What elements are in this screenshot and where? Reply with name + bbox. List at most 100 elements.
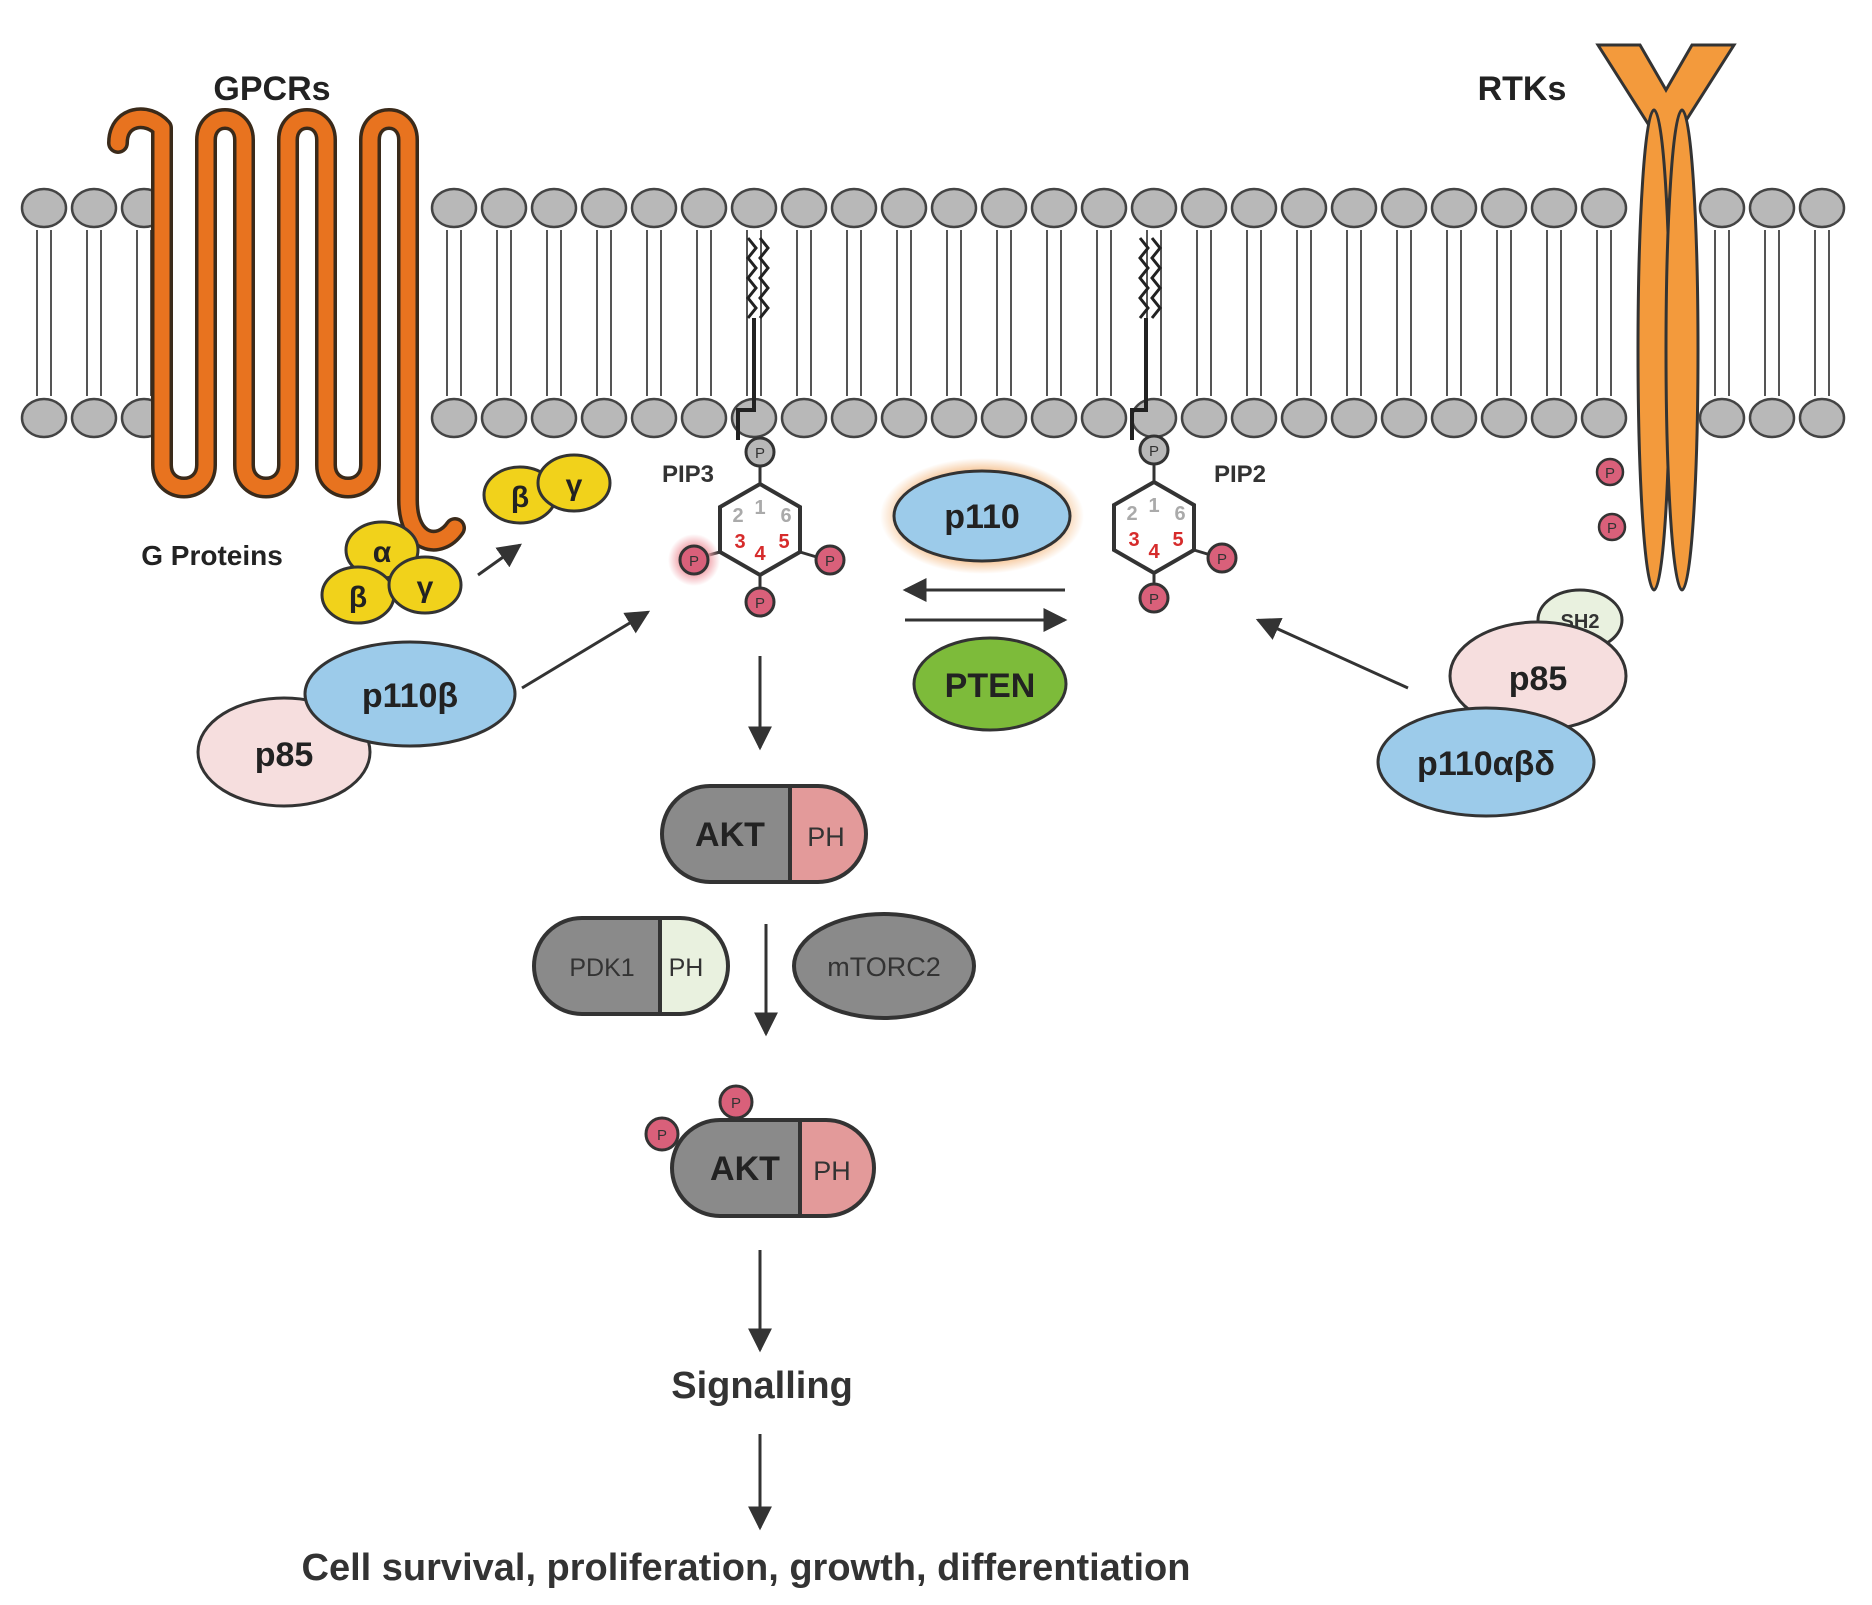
- lipid-head: [1480, 397, 1528, 439]
- lipid-head: [1698, 397, 1746, 439]
- g-beta-label: β: [349, 581, 367, 614]
- g-protein-trimer: α β γ: [320, 520, 463, 625]
- lipid-head: [1798, 187, 1846, 229]
- rtk-phosphate-1: P: [1595, 457, 1625, 487]
- svg-text:4: 4: [754, 543, 766, 565]
- svg-text:P: P: [1149, 443, 1159, 460]
- lipid-head: [1030, 397, 1078, 439]
- svg-text:P: P: [755, 445, 765, 462]
- lipid-head: [1798, 397, 1846, 439]
- lipid-head: [430, 397, 478, 439]
- svg-text:P: P: [689, 553, 699, 570]
- svg-text:1: 1: [754, 497, 765, 519]
- svg-text:P: P: [657, 1127, 667, 1144]
- akt-phosphorylated: AKT PH P P: [644, 1084, 876, 1218]
- lipid-head: [830, 187, 878, 229]
- lipid-head: [680, 397, 728, 439]
- pip3-molecule: P 1 2 3 4 5 6 P P P: [668, 237, 846, 618]
- lipid-head: [480, 187, 528, 229]
- svg-text:p85: p85: [255, 736, 314, 774]
- svg-text:PH: PH: [807, 822, 845, 852]
- lipid-head: [1180, 187, 1228, 229]
- lipid-head: [1130, 187, 1178, 229]
- lipid-head: [1380, 187, 1428, 229]
- g-protein-release-arrow: [477, 543, 522, 577]
- svg-text:P: P: [1217, 551, 1227, 568]
- p110abd-arrow: [1255, 617, 1409, 690]
- svg-text:AKT: AKT: [710, 1150, 780, 1188]
- svg-text:6: 6: [780, 505, 791, 527]
- lipid-head: [1030, 187, 1078, 229]
- gpcrs-label: GPCRs: [213, 70, 330, 108]
- lipid-head: [1330, 187, 1378, 229]
- lipid-head: [1080, 187, 1128, 229]
- lipid-head: [1280, 397, 1328, 439]
- rtk-receptor: [1595, 43, 1737, 592]
- p110beta-p85-complex: p85 p110β: [196, 640, 517, 808]
- lipid-head: [880, 397, 928, 439]
- pip2-label: PIP2: [1214, 461, 1266, 488]
- lipid-head: [1698, 187, 1746, 229]
- lipid-head: [530, 397, 578, 439]
- svg-text:5: 5: [778, 531, 789, 553]
- svg-text:3: 3: [734, 531, 745, 553]
- svg-text:mTORC2: mTORC2: [827, 952, 941, 982]
- g-proteins-label: G Proteins: [141, 540, 283, 571]
- svg-text:PH: PH: [669, 954, 704, 982]
- svg-text:P: P: [731, 1095, 741, 1112]
- signalling-label: Signalling: [671, 1365, 853, 1407]
- svg-text:p85: p85: [1509, 660, 1568, 698]
- pip2-molecule: P 1 2 3 4 5 6 P P: [1112, 237, 1238, 614]
- mtorc2-complex: mTORC2: [792, 912, 976, 1020]
- outcome-label: Cell survival, proliferation, growth, di…: [302, 1547, 1191, 1589]
- g-beta-gamma-free: β γ: [482, 453, 612, 525]
- svg-text:p110αβδ: p110αβδ: [1417, 745, 1555, 783]
- g-gamma-label: γ: [417, 571, 434, 604]
- lipid-head: [1530, 397, 1578, 439]
- lipid-head: [1748, 397, 1796, 439]
- lipid-head: [630, 397, 678, 439]
- pip3-label: PIP3: [662, 461, 714, 488]
- svg-text:P: P: [755, 595, 765, 612]
- lipid-head: [1380, 397, 1428, 439]
- lipid-head: [1180, 397, 1228, 439]
- lipid-head: [680, 187, 728, 229]
- lipid-head: [1080, 397, 1128, 439]
- lipid-head: [630, 187, 678, 229]
- p110beta-arrow: [521, 610, 651, 690]
- svg-text:P: P: [1149, 591, 1159, 608]
- p110-enzyme: p110: [880, 458, 1084, 574]
- lipid-head: [980, 187, 1028, 229]
- svg-text:PH: PH: [813, 1156, 851, 1186]
- lipid-head: [730, 187, 778, 229]
- lipid-head: [20, 397, 68, 439]
- svg-text:γ: γ: [566, 469, 583, 502]
- p110-label: p110: [944, 498, 1020, 536]
- lipid-head: [1580, 187, 1628, 229]
- g-alpha-label: α: [373, 536, 392, 569]
- lipid-head: [930, 397, 978, 439]
- svg-text:2: 2: [1126, 503, 1137, 525]
- lipid-head: [1480, 187, 1528, 229]
- lipid-head: [530, 187, 578, 229]
- svg-text:β: β: [511, 481, 529, 514]
- lipid-head: [780, 397, 828, 439]
- lipid-head: [580, 187, 628, 229]
- svg-text:p110β: p110β: [362, 677, 458, 715]
- lipid-head: [1230, 397, 1278, 439]
- lipid-head: [1430, 187, 1478, 229]
- lipid-head: [1230, 187, 1278, 229]
- lipid-head: [980, 397, 1028, 439]
- akt-inactive: AKT PH: [660, 784, 868, 884]
- pten-enzyme: PTEN: [912, 636, 1068, 732]
- lipid-head: [580, 397, 628, 439]
- svg-text:P: P: [825, 553, 835, 570]
- lipid-head: [780, 187, 828, 229]
- svg-text:P: P: [1605, 465, 1615, 482]
- lipid-head: [1580, 397, 1628, 439]
- lipid-head: [70, 187, 118, 229]
- lipid-head: [70, 397, 118, 439]
- svg-text:AKT: AKT: [695, 816, 765, 854]
- lipid-head: [880, 187, 928, 229]
